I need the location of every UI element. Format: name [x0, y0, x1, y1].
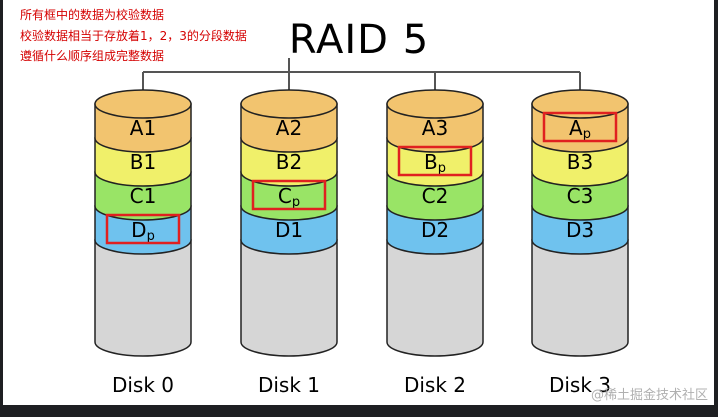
data-block-label: B1	[130, 150, 156, 174]
data-block-label: C1	[130, 184, 157, 208]
disk-body	[531, 239, 629, 357]
parity-highlight-box	[251, 179, 327, 211]
annotation-line-3: 遵循什么顺序组成完整数据	[20, 49, 165, 63]
disk-body	[94, 239, 192, 357]
parity-highlight-box	[397, 145, 473, 177]
bottom-bar	[0, 405, 718, 417]
parity-block-label: Ap	[569, 116, 591, 142]
data-block-label: B2	[276, 150, 302, 174]
watermark: @稀土掘金技术社区	[590, 388, 708, 403]
disk-label: Disk 3	[549, 373, 611, 397]
parity-highlight-box	[105, 213, 181, 245]
disk-top-cap	[386, 89, 484, 119]
diagram-title: RAID 5	[288, 17, 430, 63]
disk-top-cap	[531, 89, 629, 119]
disk-label: Disk 2	[404, 373, 466, 397]
disk-body	[240, 239, 338, 357]
disk-label: Disk 0	[112, 373, 174, 397]
data-block-label: A1	[130, 116, 156, 140]
parity-block-label: Bp	[424, 150, 446, 176]
data-block-label: D1	[275, 218, 303, 242]
data-block-label: A3	[422, 116, 448, 140]
data-block-label: D3	[566, 218, 594, 242]
data-block-label: C2	[422, 184, 449, 208]
data-block-label: C3	[567, 184, 594, 208]
data-block-label: B3	[567, 150, 593, 174]
disk-body	[386, 239, 484, 357]
parity-block-label: Cp	[278, 184, 300, 210]
annotation-line-1: 所有框中的数据为校验数据	[20, 8, 165, 22]
data-block-label: D2	[421, 218, 449, 242]
left-edge-bar	[0, 0, 3, 417]
annotation-line-2: 校验数据相当于存放着1，2，3的分段数据	[20, 29, 247, 43]
disk-top-cap	[240, 89, 338, 119]
disk-top-cap	[94, 89, 192, 119]
right-edge-bar	[714, 0, 718, 417]
parity-block-label: Dp	[131, 218, 155, 244]
parity-highlight-box	[542, 111, 618, 143]
disk-label: Disk 1	[258, 373, 320, 397]
data-block-label: A2	[276, 116, 302, 140]
